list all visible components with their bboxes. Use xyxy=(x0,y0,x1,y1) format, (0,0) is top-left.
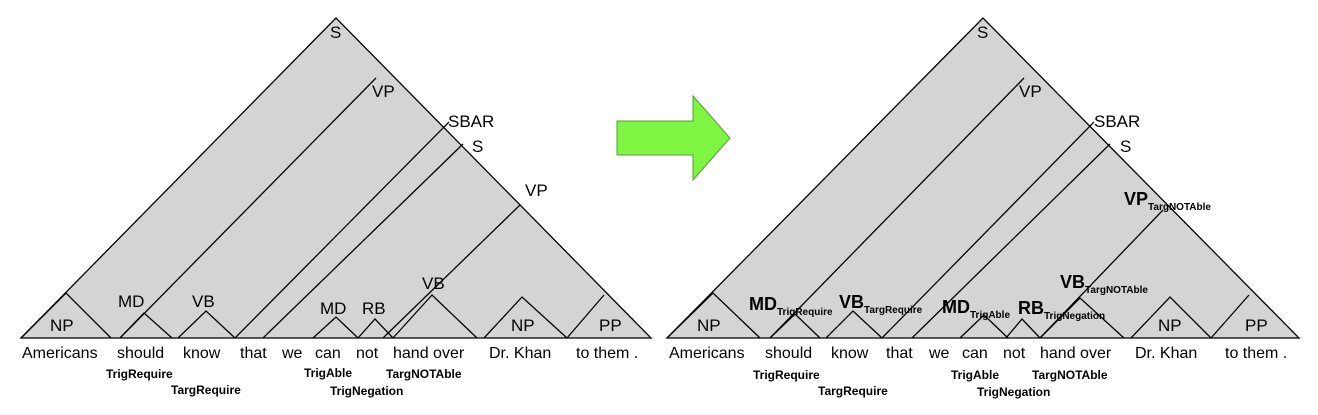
left-label-np-khan: NP xyxy=(511,316,535,335)
left-label-vb-know: VB xyxy=(192,292,215,311)
right-ann-trig-able: TrigAble xyxy=(951,368,999,382)
right-label-vp2: VPTargNOTAble xyxy=(1124,189,1211,213)
left-label-s-top: S xyxy=(330,23,341,42)
right-ann-trig-negation: TrigNegation xyxy=(977,385,1050,399)
left-word-americans: Americans xyxy=(22,345,98,362)
right-tree-outline xyxy=(665,17,1301,339)
right-label-sbar: SBAR xyxy=(1094,112,1140,131)
right-label-rb-not: RBTrigNegation xyxy=(1018,298,1105,322)
left-label-pp-them: PP xyxy=(599,316,622,335)
left-word-to-them: to them . xyxy=(576,345,638,362)
left-word-not: not xyxy=(356,345,379,362)
right-tree: S VP SBAR S VPTargNOTAble VBTargNOTAble … xyxy=(665,17,1301,399)
right-word-americans: Americans xyxy=(669,345,745,362)
left-label-md-should: MD xyxy=(118,292,144,311)
left-ann-trig-require: TrigRequire xyxy=(106,367,173,381)
right-word-that: that xyxy=(886,345,913,362)
right-label-vb-hand: VBTargNOTAble xyxy=(1060,272,1148,296)
left-ann-targ-require: TargRequire xyxy=(171,383,241,397)
right-ann-trig-require: TrigRequire xyxy=(753,368,820,382)
left-label-md-can: MD xyxy=(320,299,346,318)
right-label-pp-them: PP xyxy=(1245,316,1268,335)
right-word-can: can xyxy=(962,345,988,362)
right-label-s2: S xyxy=(1120,137,1131,156)
left-word-can: can xyxy=(315,345,341,362)
left-label-vp2: VP xyxy=(525,181,548,200)
left-word-that: that xyxy=(240,345,267,362)
right-word-should: should xyxy=(765,345,812,362)
right-ann-targ-not-able: TargNOTAble xyxy=(1032,368,1108,382)
right-ann-targ-require: TargRequire xyxy=(818,384,888,398)
left-label-vb-hand: VB xyxy=(422,274,445,293)
right-word-hand-over: hand over xyxy=(1040,345,1112,362)
right-word-dr-khan: Dr. Khan xyxy=(1135,345,1197,362)
right-word-we: we xyxy=(928,345,950,362)
left-ann-trig-negation: TrigNegation xyxy=(330,384,403,398)
left-word-hand-over: hand over xyxy=(393,345,465,362)
left-label-s2: S xyxy=(472,137,483,156)
right-label-np-americans: NP xyxy=(697,316,721,335)
right-word-not: not xyxy=(1003,345,1026,362)
left-word-we: we xyxy=(281,345,303,362)
left-word-should: should xyxy=(117,345,164,362)
right-word-to-them: to them . xyxy=(1225,345,1287,362)
right-word-know: know xyxy=(831,345,869,362)
left-tree: S VP SBAR S VP VB MD VB MD RB NP NP PP A… xyxy=(19,17,653,398)
right-label-np-khan: NP xyxy=(1158,316,1182,335)
left-label-np-americans: NP xyxy=(50,316,74,335)
left-word-dr-khan: Dr. Khan xyxy=(489,345,551,362)
left-label-vp1: VP xyxy=(372,82,395,101)
right-label-md-should: MDTrigRequire xyxy=(749,294,833,318)
right-label-vb-know: VBTargRequire xyxy=(839,292,923,316)
right-label-vp1: VP xyxy=(1019,82,1042,101)
right-label-md-can: MDTrigAble xyxy=(942,297,1010,321)
left-ann-trig-able: TrigAble xyxy=(304,366,352,380)
left-label-sbar: SBAR xyxy=(448,112,494,131)
left-ann-targ-not-able: TargNOTAble xyxy=(386,367,462,381)
transform-arrow-icon xyxy=(616,94,731,182)
right-label-s-top: S xyxy=(977,23,988,42)
left-label-rb-not: RB xyxy=(362,299,386,318)
left-tree-outline xyxy=(19,17,653,339)
left-word-know: know xyxy=(183,345,221,362)
